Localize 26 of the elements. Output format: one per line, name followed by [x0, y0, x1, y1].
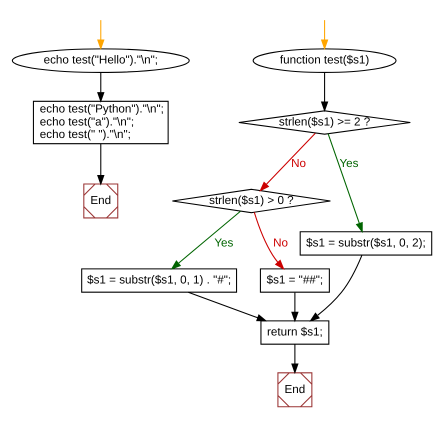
edge-label: Yes: [214, 236, 234, 249]
arrow: [320, 20, 328, 50]
arrow: [97, 20, 104, 50]
edge-label: Yes: [339, 156, 358, 170]
node-ellipse: echo test("Hello")."\n";: [12, 48, 190, 72]
node-diamond: strlen($s1) >= 2 ?: [238, 110, 411, 134]
arrow: [291, 292, 299, 322]
arrow: [259, 132, 316, 192]
node-box: $s1 = substr($s1, 0, 2);: [300, 230, 432, 256]
node-box: return $s1;: [260, 320, 330, 344]
node-box: echo test("Python")."\n"; echo test("a")."\n"; echo test(" ")."\n";: [32, 100, 169, 144]
arrow: [309, 254, 362, 322]
node-box: $s1 = substr($s1, 0, 1) . "#";: [81, 268, 238, 292]
arrow: [97, 144, 104, 186]
arrow: [254, 212, 285, 270]
arrow: [320, 72, 328, 112]
arrow: [188, 291, 268, 321]
arrow: [328, 133, 363, 233]
arrow: [97, 72, 104, 102]
node-ellipse: function test($s1): [252, 48, 397, 72]
arrow: [170, 210, 241, 270]
node-box: $s1 = "##";: [260, 268, 330, 292]
edge-label: No: [291, 156, 306, 170]
arrow: [291, 344, 299, 374]
edge-label: No: [273, 236, 288, 249]
node-diamond: strlen($s1) > 0 ?: [172, 188, 331, 213]
